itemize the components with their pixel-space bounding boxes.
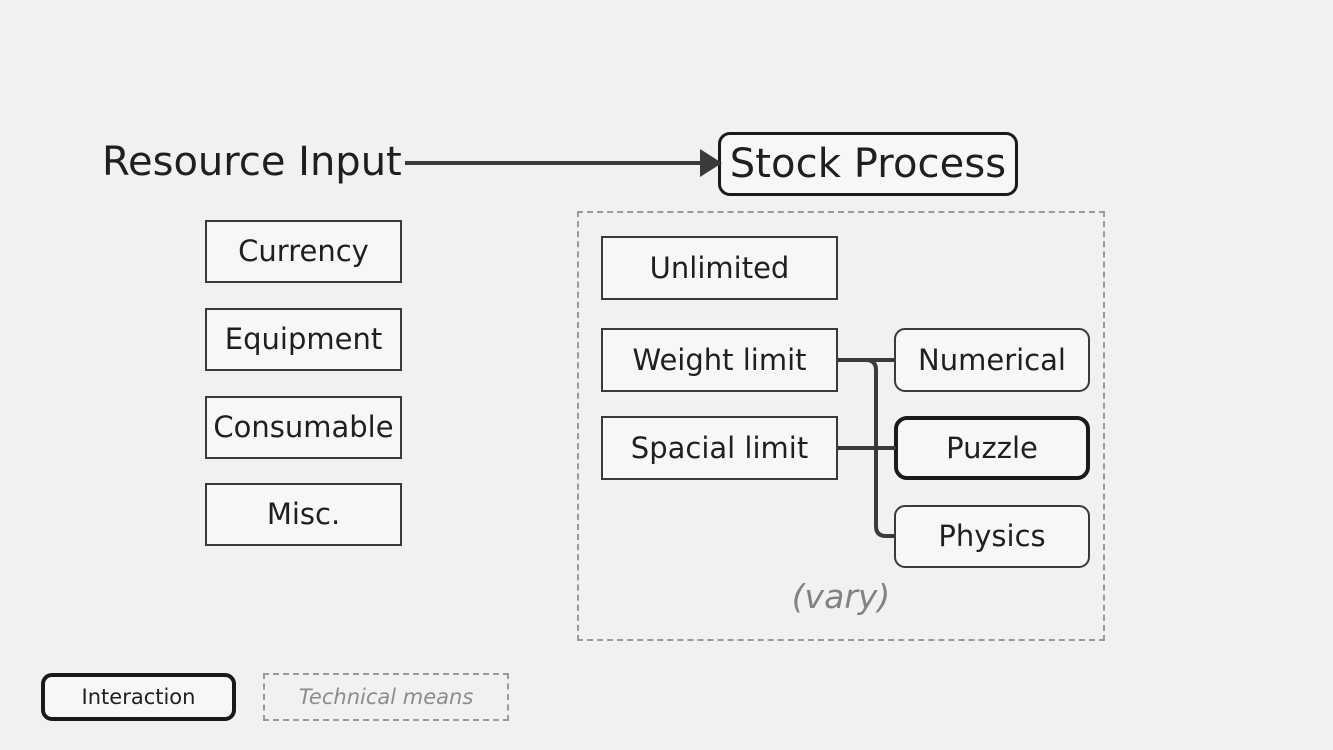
resource-type-currency[interactable]: Currency <box>205 220 402 283</box>
implementation-label: Physics <box>938 519 1046 553</box>
zone-note: (vary) <box>791 577 891 616</box>
stock-limit-label: Unlimited <box>649 250 790 285</box>
implementation-puzzle[interactable]: Puzzle <box>894 416 1090 480</box>
resource-type-label: Consumable <box>213 410 394 444</box>
stock-limit-spacial[interactable]: Spacial limit <box>601 416 838 480</box>
implementation-label: Numerical <box>918 342 1066 377</box>
implementation-physics[interactable]: Physics <box>894 505 1090 568</box>
stock-limit-unlimited[interactable]: Unlimited <box>601 236 838 300</box>
legend-technical-swatch: Technical means <box>263 673 509 721</box>
legend-interaction-label: Interaction <box>81 685 196 709</box>
legend-interaction-swatch: Interaction <box>41 673 236 721</box>
resource-type-equipment[interactable]: Equipment <box>205 308 402 371</box>
legend-technical-label: Technical means <box>298 685 474 709</box>
implementation-numerical[interactable]: Numerical <box>894 328 1090 392</box>
technical-means-zone <box>577 211 1105 641</box>
stock-limit-label: Weight limit <box>632 342 807 377</box>
stock-process-label: Stock Process <box>729 141 1007 187</box>
stock-limit-weight[interactable]: Weight limit <box>601 328 838 392</box>
resource-type-label: Equipment <box>224 322 383 356</box>
diagram-title: Resource Input <box>102 139 402 185</box>
resource-type-label: Misc. <box>266 497 341 531</box>
resource-type-misc[interactable]: Misc. <box>205 483 402 546</box>
resource-type-consumable[interactable]: Consumable <box>205 396 402 459</box>
stock-limit-label: Spacial limit <box>630 430 809 465</box>
implementation-label: Puzzle <box>946 430 1038 465</box>
arrow-resource-to-process <box>405 149 722 177</box>
resource-type-label: Currency <box>238 234 369 268</box>
stock-process-node[interactable]: Stock Process <box>718 132 1018 196</box>
